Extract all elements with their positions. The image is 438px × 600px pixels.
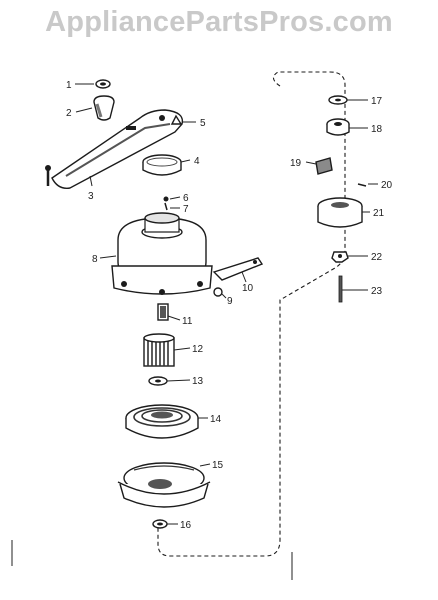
label-3: 3 [88,191,94,202]
drum-side [317,206,363,228]
bushing-hole [334,122,342,126]
spring-side [125,418,199,439]
label-17: 17 [371,96,383,107]
housing-lug-2 [159,289,165,295]
housing-hub-top [144,212,180,224]
label-6: 6 [183,193,189,204]
label-21: 21 [373,208,385,219]
label-19: 19 [290,158,302,169]
label-10: 10 [242,283,254,294]
label-2: 2 [66,108,72,119]
label-4: 4 [194,156,200,167]
arm-post-top [45,165,51,171]
label-1: 1 [66,80,72,91]
nut-part-9 [213,287,223,297]
knob-shade [95,103,103,118]
ring-inner [146,157,178,167]
arm-part-3 [51,109,184,189]
housing-lug-3 [197,281,203,287]
label-23: 23 [371,286,383,297]
label-5: 5 [200,118,206,129]
label-14: 14 [210,414,222,425]
pin-part-20 [357,183,367,187]
washer-hole-17 [335,98,341,102]
arm-pivot-hole [159,115,165,121]
gear-teeth [147,338,169,366]
washer-hole-1 [100,82,106,86]
bracket-hole [253,260,257,264]
screw-part-6 [163,196,169,202]
label-8: 8 [92,254,98,265]
spring-center [151,411,173,419]
pulley-flange [117,481,211,495]
arm-slot [126,126,136,130]
label-7: 7 [183,204,189,215]
label-11: 11 [182,316,193,327]
label-9: 9 [227,296,233,307]
bushing-side [326,124,350,136]
site-watermark: AppliancePartsPros.com [45,6,393,38]
housing-lug-1 [121,281,127,287]
drum-hub [331,202,349,208]
nut-hole-22 [338,254,342,258]
spindle-shade [160,306,166,318]
screw-part-5 [170,114,183,125]
bracket-part-10 [212,257,264,281]
label-12: 12 [192,344,204,355]
pulley-rim [119,483,209,508]
housing-base [111,265,213,295]
rod-part-23 [338,275,343,303]
washer-hole-13 [155,379,161,383]
label-16: 16 [180,520,192,531]
label-15: 15 [212,460,224,471]
spring-coil-1 [133,407,191,427]
washer-hole-16 [157,522,163,526]
pulley-hub [148,479,172,489]
label-20: 20 [381,180,393,191]
gear-top [143,333,175,343]
label-22: 22 [371,252,383,263]
label-18: 18 [371,124,383,135]
clip-part-19 [315,157,333,175]
leader-lines [75,83,378,525]
spring-coil-2 [141,409,183,423]
arm-rib [65,123,171,177]
label-13: 13 [192,376,204,387]
pulley-lip [133,465,195,471]
screw-part-7 [164,202,168,211]
